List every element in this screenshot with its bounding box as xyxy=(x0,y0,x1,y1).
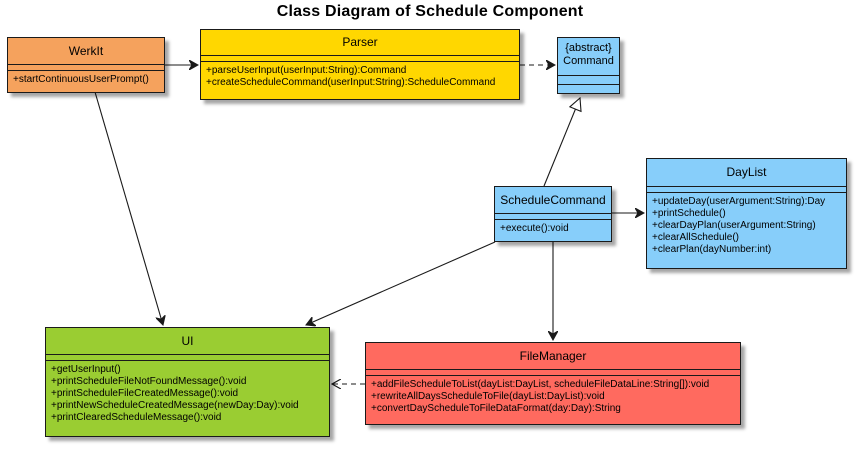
class-stereotype: {abstract} xyxy=(565,42,612,54)
method: +parseUserInput(userInput:String):Comman… xyxy=(206,65,407,76)
diagram-title: Class Diagram of Schedule Component xyxy=(276,3,584,20)
method: +convertDayScheduleToFileDataFormat(day:… xyxy=(371,403,621,414)
class-command[interactable]: {abstract} Command xyxy=(557,37,620,94)
method: +clearPlan(dayNumber:int) xyxy=(652,244,772,255)
method: +printClearedScheduleMessage():void xyxy=(51,412,222,423)
class-daylist[interactable]: DayList +updateDay(userArgument:String):… xyxy=(646,158,847,269)
class-ui[interactable]: UI +getUserInput() +printScheduleFileNot… xyxy=(45,327,330,437)
class-filemanager[interactable]: FileManager +addFileScheduleToList(dayLi… xyxy=(365,342,741,425)
method: +addFileScheduleToList(dayList:DayList, … xyxy=(371,379,710,390)
schedulecommand-to-ui-arrow xyxy=(306,241,496,325)
method: +printSchedule() xyxy=(652,208,726,219)
class-schedulecommand[interactable]: ScheduleCommand +execute():void xyxy=(494,186,612,242)
method: +printNewScheduleCreatedMessage(newDay:D… xyxy=(51,400,299,411)
class-attributes xyxy=(558,76,619,85)
class-attributes xyxy=(495,214,611,220)
class-attributes xyxy=(647,187,846,193)
method: +getUserInput() xyxy=(51,364,121,375)
method: +clearDayPlan(userArgument:String) xyxy=(652,220,816,231)
class-methods: +getUserInput() +printScheduleFileNotFou… xyxy=(46,361,329,426)
method: +startContinuousUserPrompt() xyxy=(13,74,149,85)
class-methods: +addFileScheduleToList(dayList:DayList, … xyxy=(366,376,740,417)
class-methods: +updateDay(userArgument:String):Day +pri… xyxy=(647,193,846,258)
schedulecommand-extends-command xyxy=(543,98,580,187)
class-name: Parser xyxy=(201,30,519,56)
method: +createScheduleCommand(userInput:String)… xyxy=(206,77,496,88)
method: +rewriteAllDaysScheduleToFile(dayList:Da… xyxy=(371,391,605,402)
method: +updateDay(userArgument:String):Day xyxy=(652,196,826,207)
method: +clearAllSchedule() xyxy=(652,232,739,243)
method: +execute():void xyxy=(500,223,569,234)
class-name: UI xyxy=(46,328,329,355)
class-methods: +execute():void xyxy=(495,220,611,237)
class-attributes xyxy=(201,56,519,62)
class-name-block: {abstract} Command xyxy=(558,38,619,76)
class-werkit[interactable]: WerkIt +startContinuousUserPrompt() xyxy=(7,37,165,93)
class-name: WerkIt xyxy=(8,38,164,65)
class-name: Command xyxy=(563,55,614,67)
class-name: DayList xyxy=(647,159,846,187)
class-attributes xyxy=(46,355,329,361)
werkit-to-ui-arrow xyxy=(94,91,163,325)
class-methods xyxy=(558,85,619,93)
class-name: ScheduleCommand xyxy=(495,187,611,214)
method: +printScheduleFileNotFoundMessage():void xyxy=(51,376,247,387)
class-methods: +parseUserInput(userInput:String):Comman… xyxy=(201,62,519,91)
class-parser[interactable]: Parser +parseUserInput(userInput:String)… xyxy=(200,29,520,100)
class-attributes xyxy=(8,65,164,71)
method: +printScheduleFileCreatedMessage():void xyxy=(51,388,239,399)
class-attributes xyxy=(366,370,740,376)
class-name: FileManager xyxy=(366,343,740,370)
class-methods: +startContinuousUserPrompt() xyxy=(8,71,164,88)
